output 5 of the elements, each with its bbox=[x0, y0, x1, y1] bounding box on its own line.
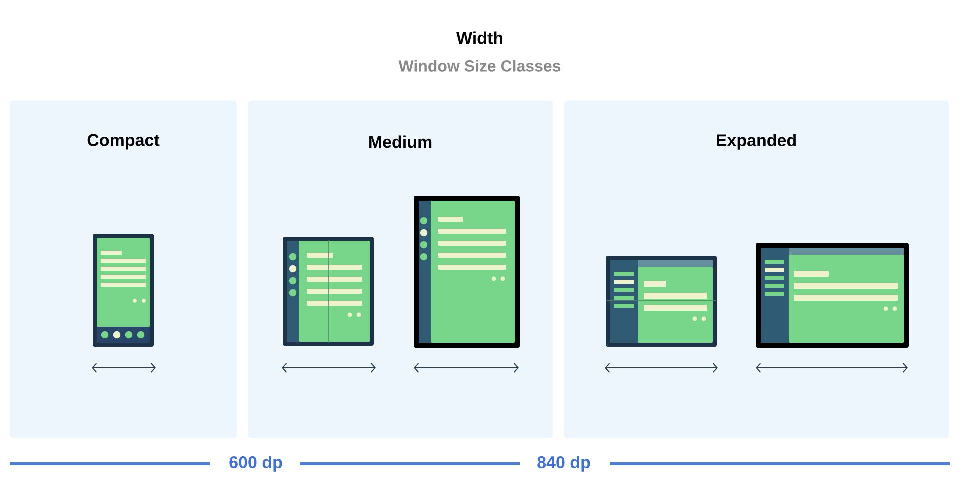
subtitle: Window Size Classes bbox=[398, 60, 561, 72]
size-class-panel: Compact bbox=[10, 101, 237, 438]
breakpoint-label: 600 dp bbox=[230, 456, 282, 472]
title: Width bbox=[456, 32, 502, 44]
breakpoint-label: 840 dp bbox=[538, 456, 590, 472]
